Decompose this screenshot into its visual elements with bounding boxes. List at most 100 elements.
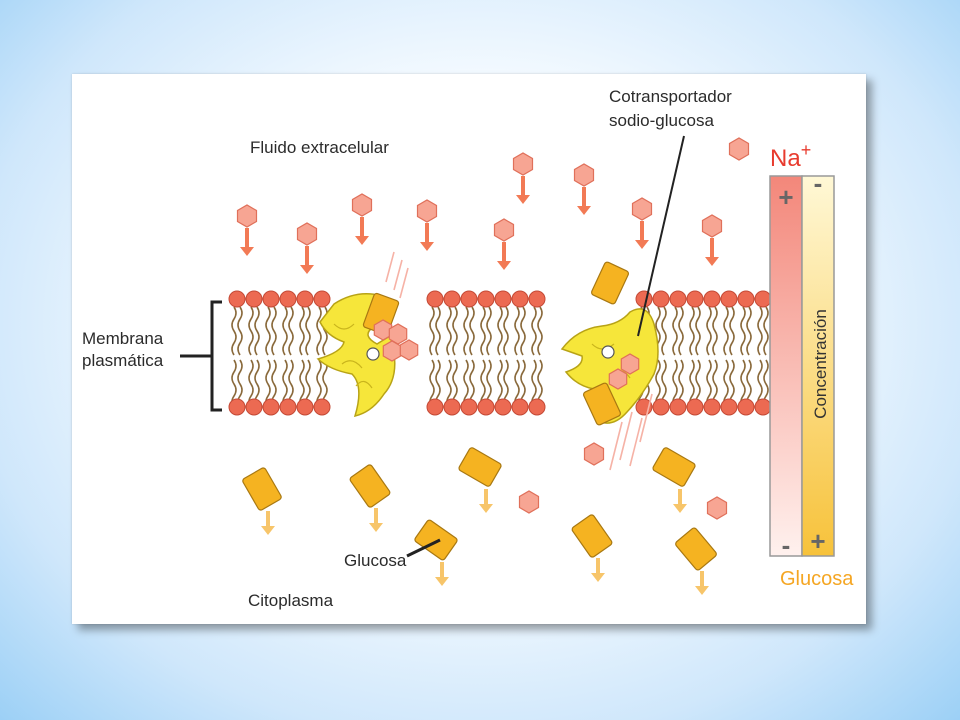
arrow-head <box>261 526 275 535</box>
lipid-head <box>279 290 297 308</box>
down-arrow <box>240 228 254 256</box>
lipid-head <box>245 398 263 416</box>
sodium-ion <box>399 339 419 361</box>
glucose-high-sign: + <box>810 526 825 556</box>
down-arrow <box>497 242 511 270</box>
lipid-tail <box>537 306 543 356</box>
lipid-head <box>669 290 687 308</box>
down-arrow <box>355 217 369 245</box>
lipid-head <box>494 398 512 416</box>
sodium-ion-with-arrow <box>573 163 595 215</box>
lipid-tail <box>695 306 701 356</box>
lipid-tail <box>723 359 729 407</box>
lipid-head <box>296 290 314 308</box>
glucose-molecule <box>652 447 696 487</box>
lipid-tail <box>672 359 678 407</box>
sodium-ion-with-arrow <box>493 218 515 270</box>
lipid-head <box>313 290 331 308</box>
lipid-tail <box>429 359 435 407</box>
lipid-tail <box>689 306 695 356</box>
lipid-tail <box>305 306 311 356</box>
arrow-head <box>577 206 591 215</box>
membrane-label-line1: Membrana <box>82 329 164 348</box>
arrow-head <box>591 573 605 582</box>
down-arrow <box>577 187 591 215</box>
sodium-ion <box>512 152 534 176</box>
sodium-ion-with-arrow <box>236 204 258 256</box>
glucose-gradient-bar <box>801 175 835 557</box>
down-arrow <box>261 511 275 535</box>
sodium-ion <box>728 137 750 161</box>
lipid-head <box>686 398 704 416</box>
lipid-head <box>443 290 461 308</box>
lipid-head <box>754 290 772 308</box>
lipid-tail <box>661 306 667 356</box>
lipid-tail <box>429 306 435 356</box>
lipid-tail <box>729 306 735 356</box>
glucose-molecule <box>349 464 391 508</box>
cotransporter-pointer <box>637 135 685 337</box>
sodium-ion <box>236 204 258 228</box>
concentration-legend: Na+ + - - + Concentración Glucosa <box>769 140 854 590</box>
lipid-head <box>652 398 670 416</box>
lipid-head <box>703 290 721 308</box>
arrow-head <box>516 195 530 204</box>
arrow-head <box>300 265 314 274</box>
lipid-head <box>511 398 529 416</box>
lipid-tail <box>282 306 288 356</box>
arrow-head <box>705 257 719 266</box>
lipid-head <box>460 290 478 308</box>
arrow-head <box>695 586 709 595</box>
lipid-head <box>511 290 529 308</box>
lipid-head <box>477 290 495 308</box>
lipid-tail <box>655 359 661 407</box>
glucose-molecule <box>414 519 458 561</box>
down-arrow <box>435 562 449 586</box>
lipid-tail <box>706 359 712 407</box>
na-low-sign: - <box>782 530 791 560</box>
arrow-head <box>420 242 434 251</box>
lipid-head <box>652 290 670 308</box>
na-high-sign: + <box>778 182 793 212</box>
sodium-ion <box>701 214 723 238</box>
lipid-tail <box>446 306 452 356</box>
lipid-tail <box>706 306 712 356</box>
glucose-with-arrow <box>458 447 502 513</box>
sodium-ion-with-arrow <box>701 214 723 266</box>
lipid-tail <box>299 359 305 407</box>
lipid-tail <box>469 306 475 356</box>
lipid-head <box>460 398 478 416</box>
cotransporter-proteins <box>316 251 659 471</box>
lipid-head <box>528 290 546 308</box>
lipid-tail <box>435 306 441 356</box>
lipid-tail <box>740 359 746 407</box>
slide-card: Fluido extracelular Citoplasma Membrana … <box>72 74 866 624</box>
arrow-head <box>635 240 649 249</box>
protein-body <box>560 308 659 424</box>
flow-streak <box>385 251 395 283</box>
down-arrow <box>479 489 493 513</box>
lipid-tail <box>480 359 486 407</box>
arrow-head <box>355 236 369 245</box>
down-arrow <box>673 489 687 513</box>
sodium-ion <box>583 442 605 466</box>
arrow-head <box>240 247 254 256</box>
sodium-gradient-bar <box>769 175 803 557</box>
glucose-molecule <box>590 261 630 305</box>
lipid-head <box>262 290 280 308</box>
lipid-head <box>245 290 263 308</box>
lipid-head <box>737 290 755 308</box>
lipid-head <box>494 290 512 308</box>
lipid-head <box>279 398 297 416</box>
lipid-tail <box>271 306 277 356</box>
glucose-with-arrow <box>349 464 391 532</box>
sodium-ion <box>608 368 628 390</box>
membrane-bracket <box>180 300 222 412</box>
binding-site <box>601 345 615 359</box>
flow-streak <box>399 267 409 299</box>
sodium-ion <box>518 490 540 514</box>
lipid-head <box>720 290 738 308</box>
sodium-ion <box>620 353 640 375</box>
arrow-head <box>369 523 383 532</box>
sodium-ion <box>296 222 318 246</box>
